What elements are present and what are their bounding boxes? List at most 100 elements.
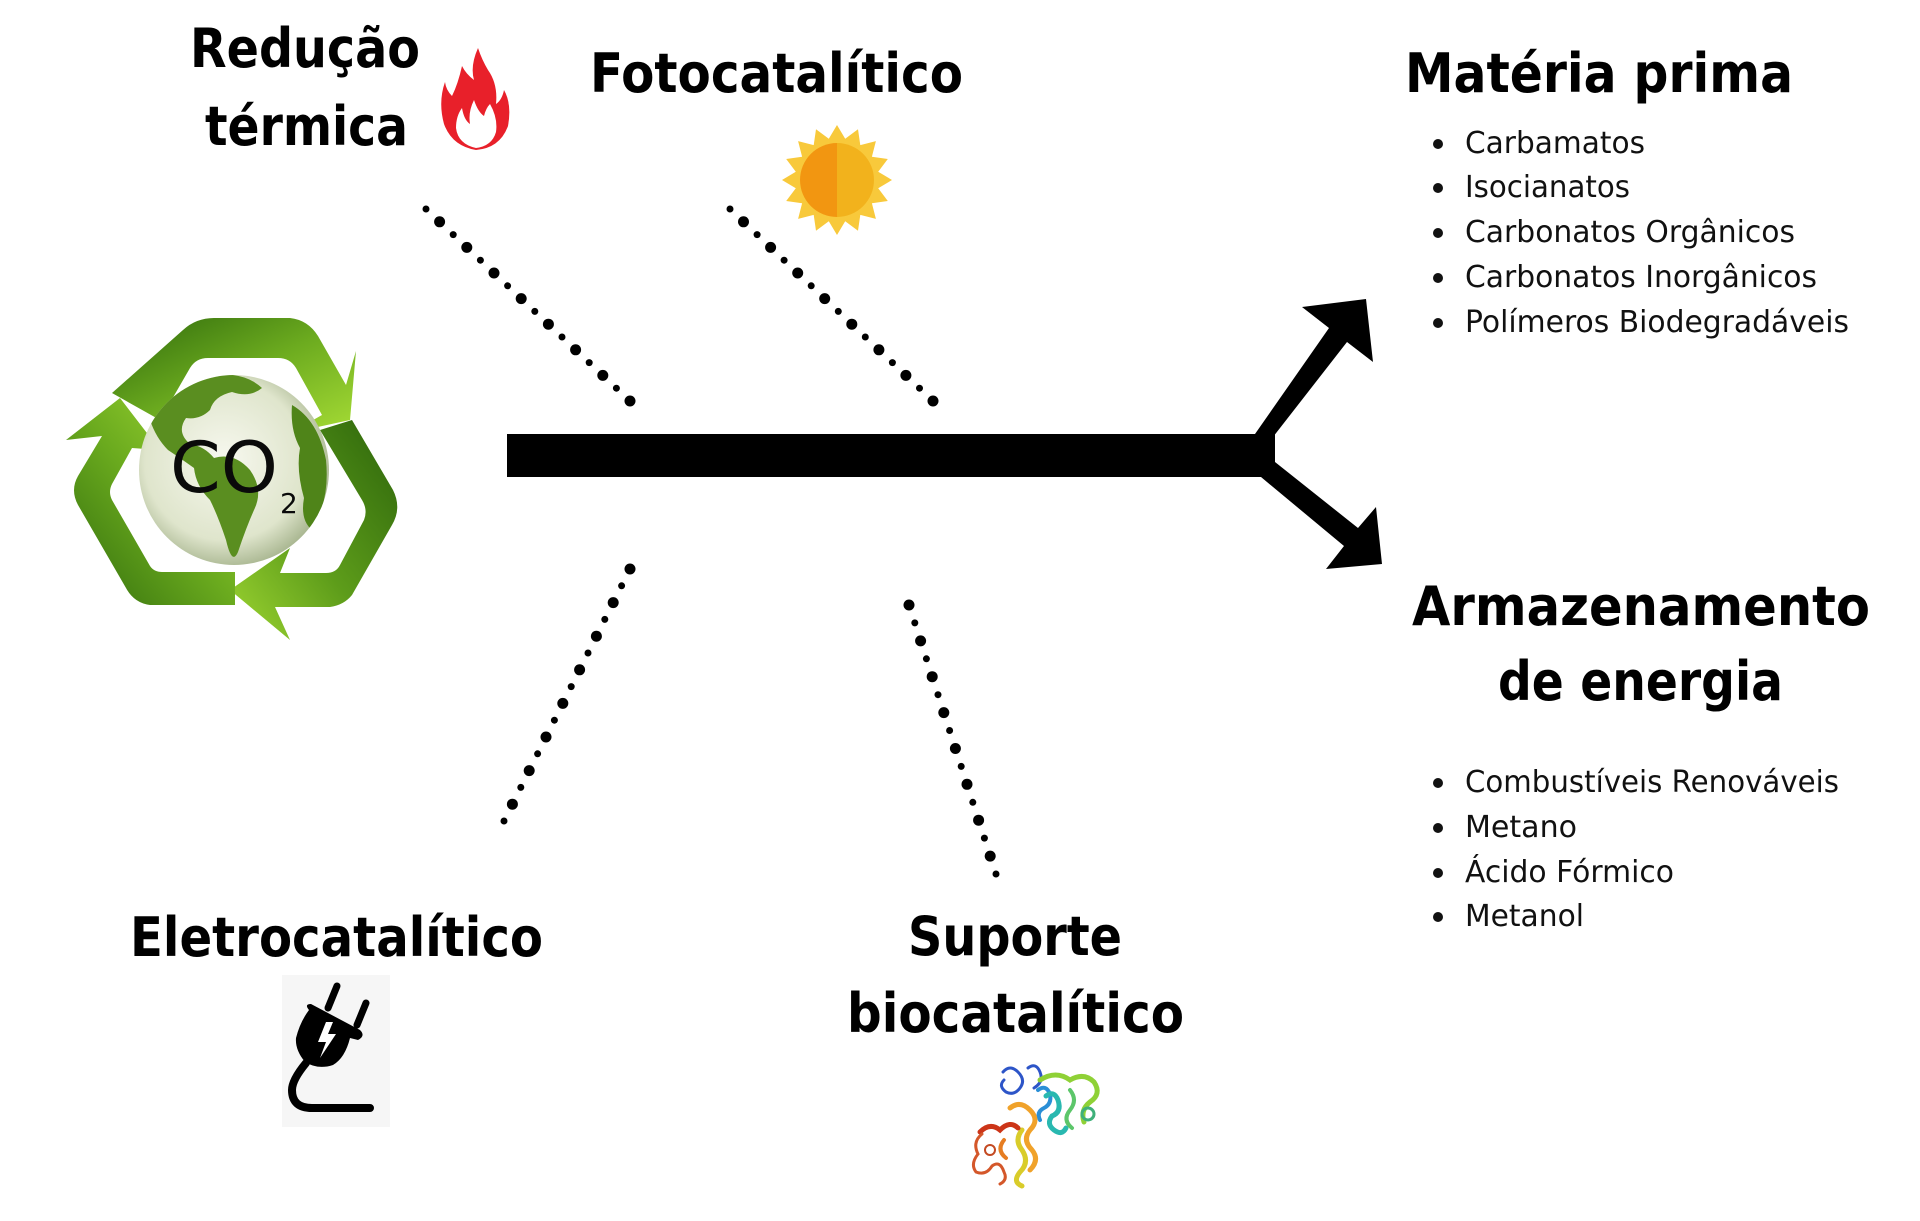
sun-icon bbox=[782, 125, 892, 235]
connector-dot bbox=[434, 216, 446, 228]
bullet bbox=[1433, 912, 1443, 922]
list-item: Polímeros Biodegradáveis bbox=[1465, 305, 1849, 340]
connector-dot bbox=[911, 619, 919, 627]
connector-dot bbox=[584, 649, 592, 657]
connector-dot bbox=[476, 256, 484, 264]
connector-dot bbox=[969, 798, 977, 806]
connector-dot bbox=[523, 765, 535, 777]
connector-dot bbox=[461, 241, 473, 253]
connector-dot bbox=[550, 716, 558, 724]
method-thermal: Redução térmica bbox=[190, 17, 510, 158]
connector-dot bbox=[980, 834, 988, 842]
connector-dot bbox=[517, 783, 525, 791]
list-item: Isocianatos bbox=[1465, 170, 1630, 205]
spine-bar bbox=[507, 434, 1275, 477]
method-thermal-title-line2: térmica bbox=[205, 95, 408, 158]
connector-dot bbox=[961, 778, 973, 790]
connector-dot bbox=[624, 395, 636, 407]
output-energy-storage-title-line1: Armazenamento bbox=[1412, 575, 1870, 638]
connector-dot bbox=[903, 599, 915, 611]
dotted-line-electro bbox=[500, 563, 636, 825]
connector-dot bbox=[585, 359, 593, 367]
co2-label: CO bbox=[170, 427, 278, 509]
globe-continents bbox=[150, 375, 327, 557]
method-bio-title-line1: Suporte bbox=[908, 905, 1122, 968]
bullet bbox=[1433, 318, 1443, 328]
sun-left-half bbox=[800, 143, 837, 217]
method-photo-title: Fotocatalítico bbox=[590, 42, 963, 105]
list-item: Metano bbox=[1465, 810, 1577, 845]
recycle-arrow-top bbox=[112, 318, 356, 433]
method-bio-title-line2: biocatalítico bbox=[847, 982, 1184, 1045]
connector-dot bbox=[780, 256, 788, 264]
sun-right-half bbox=[837, 143, 874, 217]
electric-plug-icon bbox=[282, 975, 390, 1127]
bullet bbox=[1433, 183, 1443, 193]
connector-dot bbox=[557, 697, 569, 709]
bullet bbox=[1433, 823, 1443, 833]
connector-dot bbox=[506, 798, 518, 810]
connector-dot bbox=[726, 205, 734, 213]
connector-dot bbox=[558, 333, 566, 341]
dotted-line-thermal bbox=[422, 205, 636, 407]
bullet bbox=[1433, 273, 1443, 283]
connector-dot bbox=[946, 727, 954, 734]
connector-dot bbox=[738, 216, 749, 228]
list-item: Carbamatos bbox=[1465, 126, 1645, 161]
fork-arrow-down bbox=[1261, 462, 1382, 569]
connector-dot bbox=[607, 597, 619, 609]
method-photo: Fotocatalítico bbox=[590, 42, 963, 235]
connector-dot bbox=[515, 293, 527, 305]
connector-dot bbox=[834, 307, 842, 315]
connector-dot bbox=[534, 750, 542, 758]
connector-dot bbox=[861, 333, 869, 341]
connector-dot bbox=[449, 231, 457, 239]
connector-dot bbox=[531, 307, 539, 315]
output-raw-material-title: Matéria prima bbox=[1405, 42, 1793, 105]
dotted-line-photo bbox=[726, 205, 939, 407]
connector-dot bbox=[500, 817, 508, 825]
connector-dot bbox=[422, 205, 430, 213]
co2-subscript: 2 bbox=[280, 487, 298, 520]
connector-dot bbox=[618, 582, 626, 590]
connector-dot bbox=[597, 369, 609, 381]
connector-dot bbox=[540, 731, 552, 743]
recycle-arrow-right bbox=[230, 420, 398, 640]
method-thermal-title-line1: Redução bbox=[190, 17, 420, 80]
connector-dot bbox=[488, 267, 500, 279]
connector-dot bbox=[916, 384, 923, 392]
fork-arrow-up bbox=[1249, 299, 1373, 437]
connector-dot bbox=[567, 683, 575, 691]
list-item: Carbonatos Inorgânicos bbox=[1465, 260, 1817, 295]
connector-dot bbox=[542, 318, 554, 330]
list-item: Ácido Fórmico bbox=[1465, 854, 1674, 890]
energy-storage-list: Combustíveis Renováveis Metano Ácido Fór… bbox=[1433, 765, 1839, 934]
connector-dot bbox=[927, 395, 939, 407]
connector-dot bbox=[973, 814, 985, 826]
connector-dot bbox=[992, 870, 1000, 878]
raw-material-list: Carbamatos Isocianatos Carbonatos Orgâni… bbox=[1433, 126, 1849, 340]
connector-dot bbox=[624, 563, 636, 575]
connector-dot bbox=[846, 318, 858, 330]
list-item: Metanol bbox=[1465, 899, 1584, 934]
list-item: Carbonatos Orgânicos bbox=[1465, 215, 1795, 250]
method-bio: Suporte biocatalítico bbox=[847, 905, 1184, 1189]
connector-dot bbox=[873, 344, 885, 356]
bullet bbox=[1433, 778, 1443, 788]
connector-dot bbox=[922, 655, 930, 663]
connector-dot bbox=[574, 664, 586, 676]
dotted-line-bio bbox=[903, 599, 1000, 878]
connector-dot bbox=[570, 344, 582, 356]
connector-dot bbox=[792, 267, 804, 279]
output-energy-storage: Armazenamento de energia Combustíveis Re… bbox=[1412, 575, 1870, 934]
bullet bbox=[1433, 228, 1443, 238]
connector-dot bbox=[601, 615, 609, 623]
bullet bbox=[1433, 868, 1443, 878]
list-item: Combustíveis Renováveis bbox=[1465, 765, 1839, 800]
connector-dot bbox=[504, 282, 512, 290]
connector-dot bbox=[949, 743, 961, 754]
connector-dot bbox=[819, 293, 831, 305]
connector-dot bbox=[934, 691, 942, 699]
connector-dot bbox=[765, 241, 777, 253]
